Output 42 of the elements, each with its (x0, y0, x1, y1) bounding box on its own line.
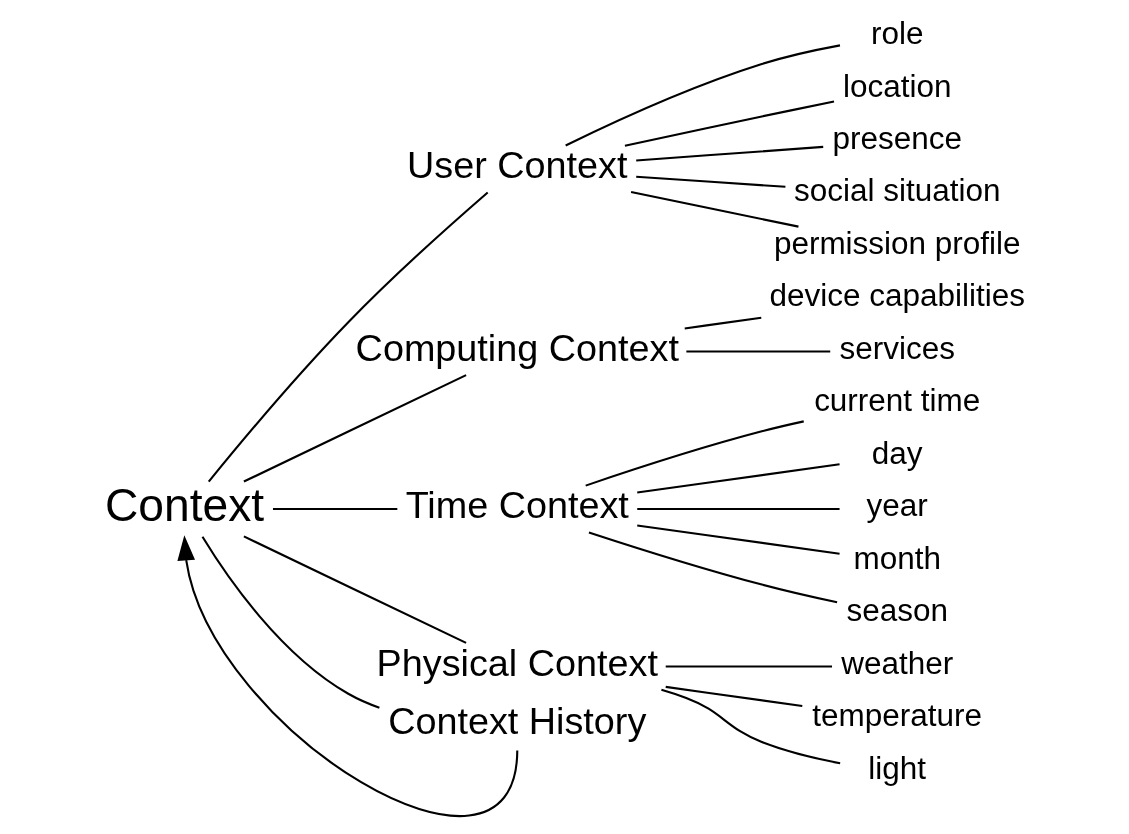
connector (243, 535, 467, 644)
node-text: device capabilities (769, 278, 1025, 314)
connector (684, 316, 762, 330)
connector (243, 374, 467, 483)
connector (665, 685, 803, 707)
connector (637, 524, 840, 555)
node-text: month (853, 540, 941, 576)
node-text: Physical Context (376, 641, 658, 684)
node-text: day (871, 435, 923, 471)
node-text: season (846, 593, 948, 629)
node-text: location (842, 68, 952, 104)
node-text: User Context (407, 144, 628, 187)
connector (661, 688, 841, 765)
node-text: presence (832, 121, 962, 157)
connector (636, 175, 786, 188)
node-text: Computing Context (355, 326, 679, 369)
connector (201, 536, 380, 709)
connector (665, 665, 833, 668)
node-text: permission profile (773, 225, 1021, 261)
connector (637, 463, 840, 494)
node-text: Time Context (405, 484, 629, 527)
connector (565, 44, 841, 147)
connector (585, 420, 804, 487)
connector (630, 191, 799, 228)
connector (637, 507, 840, 511)
node-text: weather (841, 645, 954, 681)
node-text: Context (105, 478, 265, 531)
node-text: year (866, 488, 928, 524)
node-text: social situation (794, 173, 1001, 209)
node-text: Context History (388, 700, 647, 743)
node-text: temperature (812, 698, 983, 734)
node-text: services (839, 330, 955, 366)
connector (636, 145, 824, 162)
node-text: role (870, 16, 924, 52)
connector (588, 531, 838, 604)
connector (686, 350, 831, 353)
node-text: current time (814, 383, 981, 419)
connector (207, 191, 489, 483)
connector (624, 100, 835, 147)
node-text: light (868, 750, 927, 786)
arrow (177, 535, 519, 817)
connector (272, 507, 398, 511)
